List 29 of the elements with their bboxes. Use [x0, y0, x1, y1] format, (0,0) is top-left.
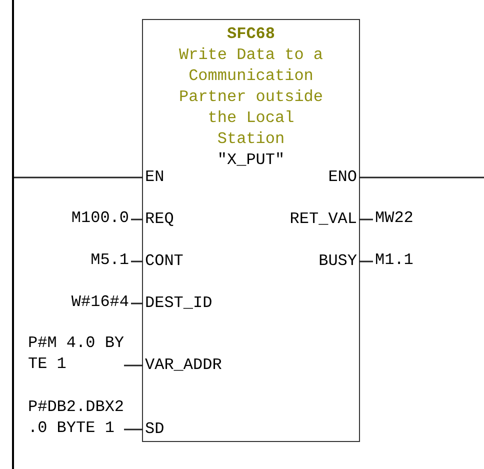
connection-line — [131, 260, 143, 262]
operand-label: M5.1 — [88, 250, 131, 271]
operand-label: W#16#4 — [69, 292, 131, 313]
operand-label: M1.1 — [373, 250, 416, 271]
pin-label: BUSY — [316, 251, 359, 272]
pin-label: VAR_ADDR — [143, 355, 224, 376]
block-description: Write Data to a Communication Partner outside the Local Station — [178, 45, 323, 150]
connection-line — [359, 176, 484, 178]
connection-line — [359, 218, 373, 220]
pin-label: ENO — [326, 167, 359, 188]
connection-line — [14, 176, 143, 178]
instance-name: "X_PUT" — [217, 150, 285, 171]
connection-line — [131, 302, 143, 304]
operand-label: P#M 4.0 BY TE 1 — [28, 333, 124, 375]
operand-label: M100.0 — [69, 208, 131, 229]
connection-line — [131, 218, 143, 220]
operand-label: MW22 — [373, 208, 416, 229]
pin-label: CONT — [143, 251, 186, 272]
connection-line — [124, 364, 143, 366]
operand-label: P#DB2.DBX2 .0 BYTE 1 — [28, 397, 124, 439]
pin-label: RET_VAL — [288, 209, 359, 230]
pin-label: EN — [143, 167, 166, 188]
connection-line — [359, 260, 373, 262]
pin-label: DEST_ID — [143, 293, 214, 314]
block-number: SFC68 — [226, 24, 275, 45]
function-block — [142, 19, 360, 442]
pin-label: REQ — [143, 209, 176, 230]
pin-label: SD — [143, 419, 166, 440]
connection-line — [124, 428, 143, 430]
